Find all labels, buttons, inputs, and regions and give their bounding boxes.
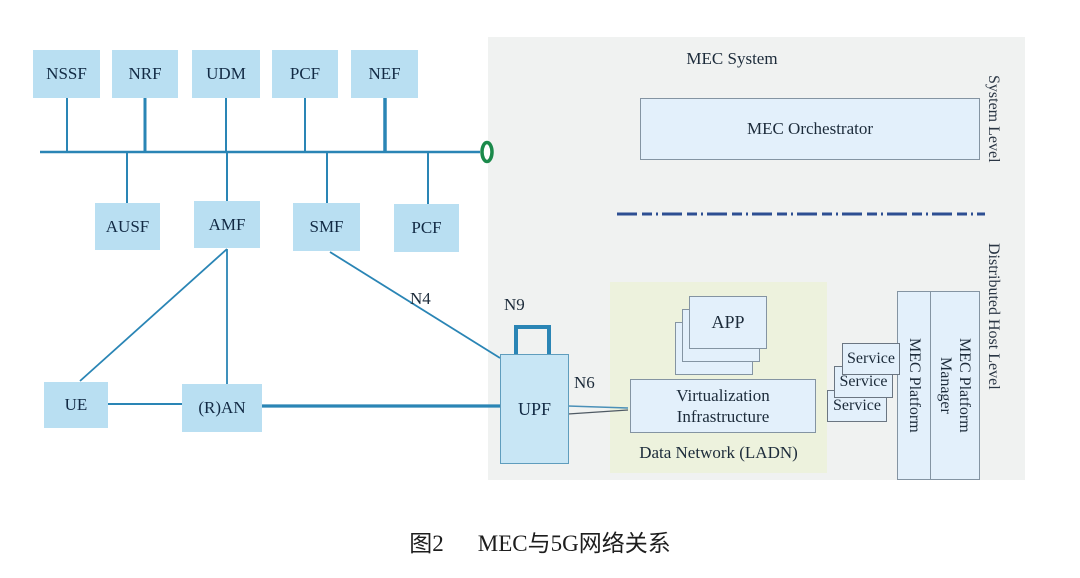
bus-terminator — [480, 140, 494, 164]
node-ue: UE — [44, 382, 108, 428]
app-box: APP — [689, 296, 767, 349]
node-upf: UPF — [500, 354, 569, 464]
figure-caption-number: 图2 — [409, 531, 444, 556]
virtualization-infrastructure-box: Virtualization Infrastructure — [630, 379, 816, 433]
interface-label-n4: N4 — [410, 289, 431, 308]
interface-label-n6: N6 — [574, 373, 595, 392]
amf-ue-link — [79, 248, 228, 382]
n6-link-lower — [567, 409, 629, 415]
mec-platform-manager-label: MEC Platform Manager — [937, 338, 974, 433]
mec-system-title: MEC System — [686, 49, 778, 68]
mec-platform-box: MEC Platform — [897, 291, 932, 480]
mec-orchestrator-box: MEC Orchestrator — [640, 98, 980, 160]
node-udm: UDM — [192, 50, 260, 98]
data-network-label: Data Network (LADN) — [639, 443, 798, 462]
node-amf: AMF — [194, 201, 260, 248]
node-ausf: AUSF — [95, 203, 160, 250]
node-ran: (R)AN — [182, 384, 262, 432]
mec-platform-manager-box: MEC Platform Manager — [930, 291, 980, 480]
n9-loop — [514, 325, 551, 355]
node-nssf: NSSF — [33, 50, 100, 98]
node-nef: NEF — [351, 50, 418, 98]
n4-link — [329, 251, 501, 359]
node-pcf-bottom: PCF — [394, 204, 459, 252]
node-smf: SMF — [293, 203, 360, 251]
interface-label-n9: N9 — [504, 295, 525, 314]
figure-caption: 图2 MEC与5G网络关系 — [0, 524, 1080, 558]
node-nrf: NRF — [112, 50, 178, 98]
service-box: Service — [842, 343, 900, 375]
mec-platform-label: MEC Platform — [906, 338, 924, 433]
system-level-label: System Level — [985, 75, 1002, 163]
distributed-host-level-label: Distributed Host Level — [985, 243, 1002, 390]
figure-caption-title: MEC与5G网络关系 — [477, 531, 671, 556]
n6-link-upper — [567, 405, 629, 409]
node-pcf-top: PCF — [272, 50, 338, 98]
